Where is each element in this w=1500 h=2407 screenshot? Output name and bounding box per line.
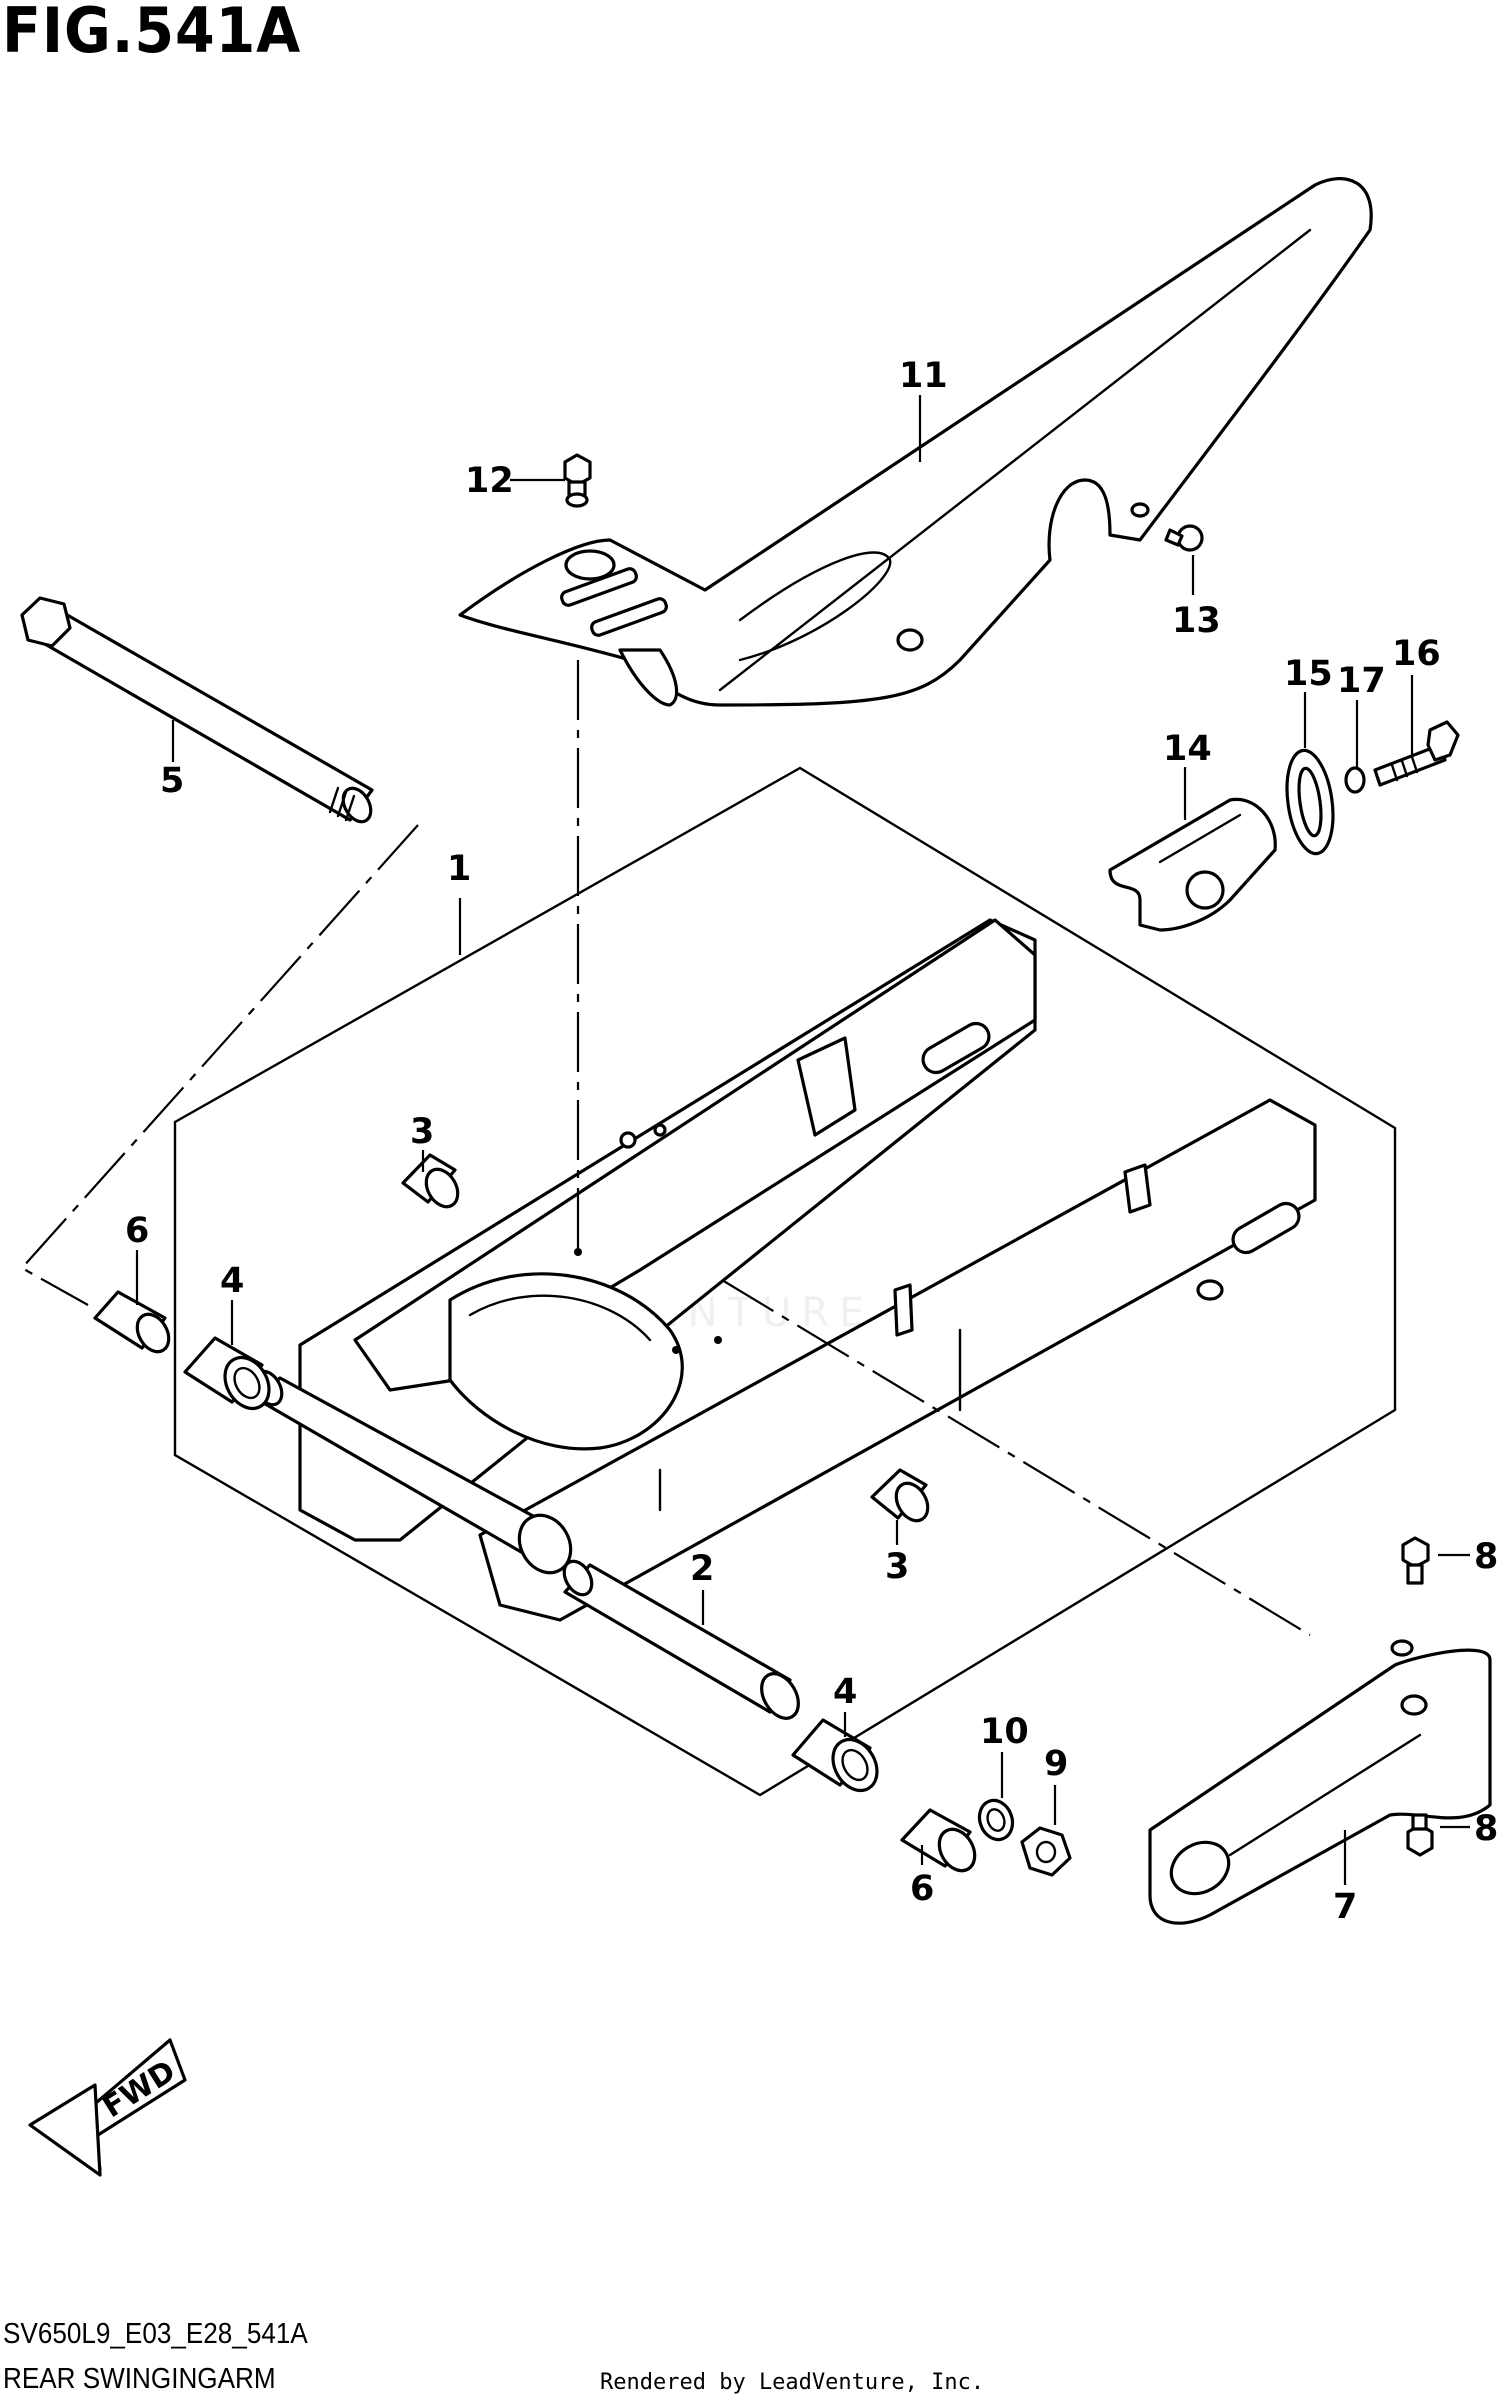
- callout-16: 16: [1392, 634, 1441, 674]
- bolt-8-upper[interactable]: [1401, 1536, 1430, 1585]
- bolt-12[interactable]: [563, 453, 592, 508]
- screw-13[interactable]: [1164, 524, 1204, 552]
- callout-5: 5: [160, 761, 184, 801]
- spacer-2[interactable]: [559, 1556, 806, 1724]
- callout-8b: 8: [1474, 1809, 1498, 1849]
- render-credit: Rendered by LeadVenture, Inc.: [600, 2370, 985, 2395]
- washer-17[interactable]: [1344, 766, 1366, 794]
- chain-case[interactable]: [458, 177, 1373, 707]
- callout-3b: 3: [885, 1547, 909, 1587]
- adjuster-plate-14[interactable]: [1108, 797, 1277, 932]
- callout-4a: 4: [220, 1261, 244, 1301]
- callout-6b: 6: [910, 1869, 934, 1909]
- figure-name: REAR SWINGINGARM: [3, 2363, 276, 2395]
- swingarm-body[interactable]: [249, 918, 1317, 1622]
- callout-15: 15: [1284, 654, 1333, 694]
- bushing-3-upper[interactable]: [401, 1153, 464, 1212]
- callout-10: 10: [980, 1712, 1029, 1752]
- callout-4b: 4: [833, 1672, 857, 1712]
- bolt-16[interactable]: [1373, 720, 1460, 787]
- adjuster-axis-line: [721, 1279, 1311, 1636]
- callout-6a: 6: [125, 1211, 149, 1251]
- washer-10[interactable]: [974, 1796, 1018, 1845]
- swingarm-assembly-box: [173, 766, 1397, 1797]
- seal-15[interactable]: [1281, 747, 1339, 856]
- dust-seal-6-left[interactable]: [93, 1290, 175, 1357]
- fwd-arrow: FWD: [28, 2038, 187, 2177]
- bushing-3-lower[interactable]: [870, 1468, 934, 1526]
- callout-13: 13: [1172, 601, 1221, 641]
- shaft-axis-line: [20, 824, 419, 1306]
- callout-12: 12: [465, 461, 514, 501]
- callout-2: 2: [690, 1549, 714, 1589]
- bearing-4-right[interactable]: [791, 1718, 886, 1798]
- nut-9[interactable]: [1020, 1826, 1072, 1877]
- callout-7: 7: [1333, 1887, 1357, 1927]
- page-title: FIG.541A: [2, 0, 302, 67]
- figure-code: SV650L9_E03_E28_541A: [3, 2318, 308, 2350]
- pivot-shaft[interactable]: [20, 596, 376, 827]
- bolt-8-lower[interactable]: [1406, 1813, 1434, 1857]
- callout-14: 14: [1163, 729, 1212, 769]
- callout-8a: 8: [1474, 1537, 1498, 1577]
- callout-11: 11: [899, 356, 948, 396]
- callout-17: 17: [1337, 661, 1386, 701]
- chain-adjuster-7[interactable]: [1148, 1639, 1492, 1925]
- callout-3a: 3: [410, 1112, 434, 1152]
- callout-1: 1: [447, 849, 471, 889]
- callout-9: 9: [1044, 1744, 1068, 1784]
- dust-seal-6-right[interactable]: [900, 1808, 982, 1877]
- bearing-4-left[interactable]: [183, 1336, 278, 1416]
